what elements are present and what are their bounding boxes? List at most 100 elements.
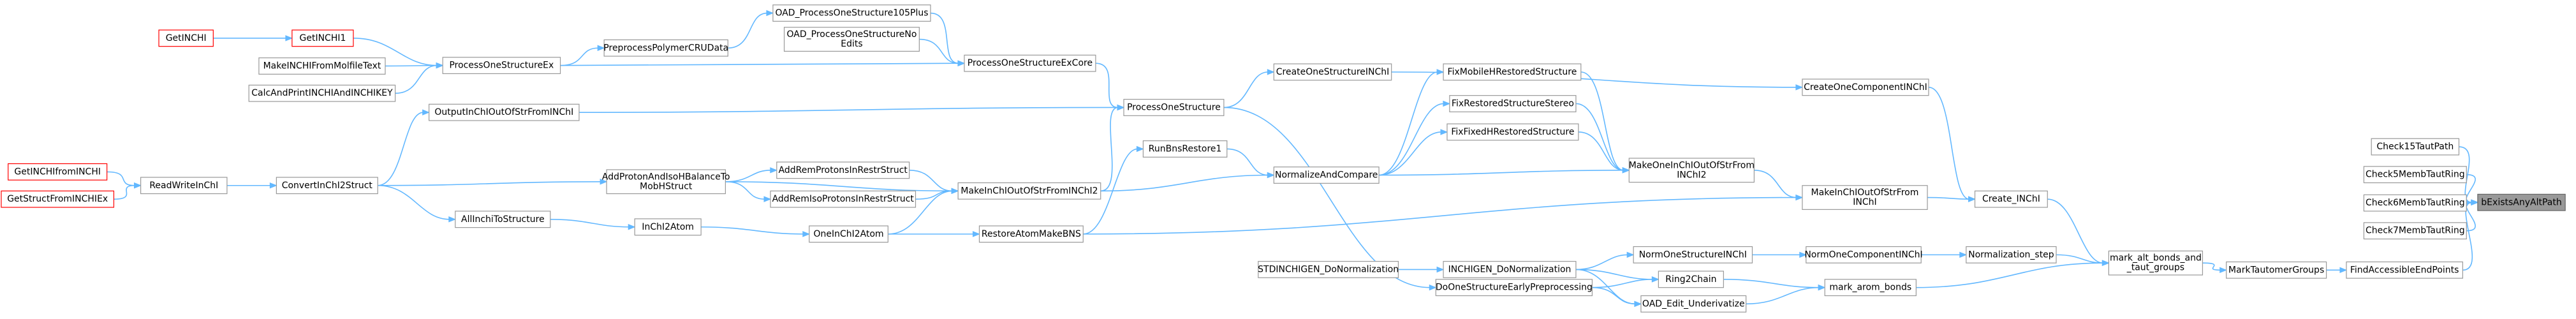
node-box[interactable]	[1966, 246, 2057, 263]
node-box[interactable]	[776, 161, 910, 179]
node-inchigen-do-normalization[interactable]: INCHIGEN_DoNormalization	[1443, 261, 1577, 278]
node-box[interactable]	[2108, 250, 2204, 276]
node-box[interactable]	[248, 84, 396, 102]
node-box[interactable]	[442, 57, 561, 75]
node-box[interactable]	[957, 182, 1101, 200]
node-oad-process-one-structure105-plus[interactable]: OAD_ProcessOneStructure105Plus	[772, 4, 931, 22]
node-box[interactable]	[291, 29, 354, 47]
node-box[interactable]	[158, 29, 214, 47]
node-box[interactable]	[1640, 295, 1747, 313]
node-mark-arom-bonds[interactable]: mark_arom_bonds	[1824, 279, 1917, 297]
node-box[interactable]	[1435, 279, 1593, 297]
node-box[interactable]	[770, 190, 916, 208]
node-box[interactable]	[1802, 185, 1928, 210]
node-box[interactable]	[1449, 95, 1577, 112]
node-box[interactable]	[606, 169, 726, 195]
node-box[interactable]	[429, 103, 580, 121]
node-make-inchifrom-molfile-text[interactable]: MakeINCHIFromMolfileText	[258, 57, 386, 75]
node-oad-edit-underivatize[interactable]: OAD_Edit_Underivatize	[1640, 295, 1747, 313]
node-box[interactable]	[1802, 78, 1929, 96]
node-read-write-in-ch-i[interactable]: ReadWriteInChI	[140, 177, 228, 195]
node-get-inchifrom-inchi[interactable]: GetINCHIfromINCHI	[8, 163, 108, 181]
node-box[interactable]	[964, 54, 1096, 72]
node-box[interactable]	[1273, 167, 1380, 184]
node-box[interactable]	[1974, 190, 2048, 208]
node-box[interactable]	[978, 225, 1084, 243]
node-box[interactable]	[258, 57, 386, 75]
node-get-struct-from-inchiex[interactable]: GetStructFromINCHIEx	[1, 190, 115, 208]
node-box[interactable]	[140, 177, 228, 195]
node-box[interactable]	[1123, 99, 1225, 116]
node-b-exists-any-alt-path[interactable]: bExistsAnyAltPath	[2477, 193, 2566, 211]
node-one-in-ch-i2-atom[interactable]: OneInChI2Atom	[809, 225, 888, 243]
node-fix-fixed-hrestored-structure[interactable]: FixFixedHRestoredStructure	[1446, 123, 1579, 141]
node-box[interactable]	[1142, 140, 1228, 158]
node-box[interactable]	[2363, 166, 2467, 184]
node-box[interactable]	[2363, 194, 2467, 212]
node-create-one-structure-inch-i[interactable]: CreateOneStructureINChI	[1273, 63, 1392, 81]
node-box[interactable]	[1658, 271, 1724, 288]
node-box[interactable]	[1443, 261, 1577, 278]
node-make-in-ch-iout-of-str-from-inch-i2[interactable]: MakeInChIOutOfStrFromINChI2	[957, 182, 1101, 200]
node-norm-one-component-inch-i[interactable]: NormOneComponentINChI	[1804, 246, 1923, 263]
node-mark-tautomer-groups[interactable]: MarkTautomerGroups	[2226, 261, 2327, 279]
node-add-rem-iso-protons-in-restr-struct[interactable]: AddRemIsoProtonsInRestrStruct	[770, 190, 916, 208]
node-check15-taut-path[interactable]: Check15TautPath	[2371, 138, 2460, 156]
node-box[interactable]	[1446, 123, 1579, 141]
node-box[interactable]	[1273, 63, 1392, 81]
node-all-inchi-to-structure[interactable]: AllInchiToStructure	[455, 211, 551, 228]
node-in-ch-i2-atom[interactable]: InChI2Atom	[634, 218, 702, 236]
node-box[interactable]	[1628, 158, 1755, 183]
node-find-accessible-end-points[interactable]: FindAccessibleEndPoints	[2346, 261, 2463, 279]
node-restore-atom-make-bns[interactable]: RestoreAtomMakeBNS	[978, 225, 1084, 243]
node-box[interactable]	[2363, 222, 2467, 240]
node-fix-mobile-hrestored-structure[interactable]: FixMobileHRestoredStructure	[1443, 63, 1582, 81]
node-stdinchigen-do-normalization[interactable]: STDINCHIGEN_DoNormalization	[1258, 261, 1399, 278]
node-check6-memb-taut-ring[interactable]: Check6MembTautRing	[2363, 194, 2467, 212]
node-box[interactable]	[455, 211, 551, 228]
node-box[interactable]	[1, 190, 115, 208]
node-box[interactable]	[783, 27, 920, 52]
node-check5-memb-taut-ring[interactable]: Check5MembTautRing	[2363, 166, 2467, 184]
node-normalize-and-compare[interactable]: NormalizeAndCompare	[1273, 167, 1380, 184]
node-box[interactable]	[2226, 261, 2327, 279]
node-box[interactable]	[2371, 138, 2460, 156]
node-convert-in-ch-i2-struct[interactable]: ConvertInChI2Struct	[276, 177, 378, 195]
node-do-one-structure-early-preprocessing[interactable]: DoOneStructureEarlyPreprocessing	[1435, 279, 1593, 297]
node-process-one-structure[interactable]: ProcessOneStructure	[1123, 99, 1225, 116]
node-process-one-structure-ex-core[interactable]: ProcessOneStructureExCore	[964, 54, 1096, 72]
node-process-one-structure-ex[interactable]: ProcessOneStructureEx	[442, 57, 561, 75]
node-ring2-chain[interactable]: Ring2Chain	[1658, 271, 1724, 288]
node-box[interactable]	[1258, 261, 1399, 278]
node-add-rem-protons-in-restr-struct[interactable]: AddRemProtonsInRestrStruct	[776, 161, 910, 179]
node-box[interactable]	[1633, 246, 1753, 263]
node-box[interactable]	[8, 163, 108, 181]
node-get-inchi[interactable]: GetINCHI	[158, 29, 214, 47]
node-box[interactable]	[2477, 193, 2566, 211]
node-preprocess-polymer-crudata[interactable]: PreprocessPolymerCRUData	[603, 39, 728, 57]
node-box[interactable]	[1824, 279, 1917, 297]
node-calc-and-print-inchiand-inchikey[interactable]: CalcAndPrintINCHIAndINCHIKEY	[248, 84, 396, 102]
node-output-in-ch-iout-of-str-from-inch-i[interactable]: OutputInChIOutOfStrFromINChI	[429, 103, 580, 121]
node-check7-memb-taut-ring[interactable]: Check7MembTautRing	[2363, 222, 2467, 240]
node-box[interactable]	[634, 218, 702, 236]
node-box[interactable]	[1443, 63, 1582, 81]
node-box[interactable]	[772, 4, 931, 22]
node-box[interactable]	[1806, 246, 1922, 263]
node-mark-alt-bonds-and-taut-groups[interactable]: mark_alt_bonds_and_taut_groups	[2108, 250, 2204, 276]
node-box[interactable]	[603, 39, 728, 57]
node-box[interactable]	[2346, 261, 2463, 279]
node-box[interactable]	[276, 177, 378, 195]
node-make-in-ch-iout-of-str-from-inch-i[interactable]: MakeInChIOutOfStrFromINChI	[1802, 185, 1928, 210]
node-create-inch-i[interactable]: Create_INChI	[1974, 190, 2048, 208]
node-run-bns-restore1[interactable]: RunBnsRestore1	[1142, 140, 1228, 158]
node-normalization-step[interactable]: Normalization_step	[1966, 246, 2057, 263]
node-get-inchi1[interactable]: GetINCHI1	[291, 29, 354, 47]
node-create-one-component-inch-i[interactable]: CreateOneComponentINChI	[1802, 78, 1929, 96]
node-norm-one-structure-inch-i[interactable]: NormOneStructureINChI	[1633, 246, 1753, 263]
node-fix-restored-structure-stereo[interactable]: FixRestoredStructureStereo	[1449, 95, 1577, 112]
node-box[interactable]	[809, 225, 888, 243]
